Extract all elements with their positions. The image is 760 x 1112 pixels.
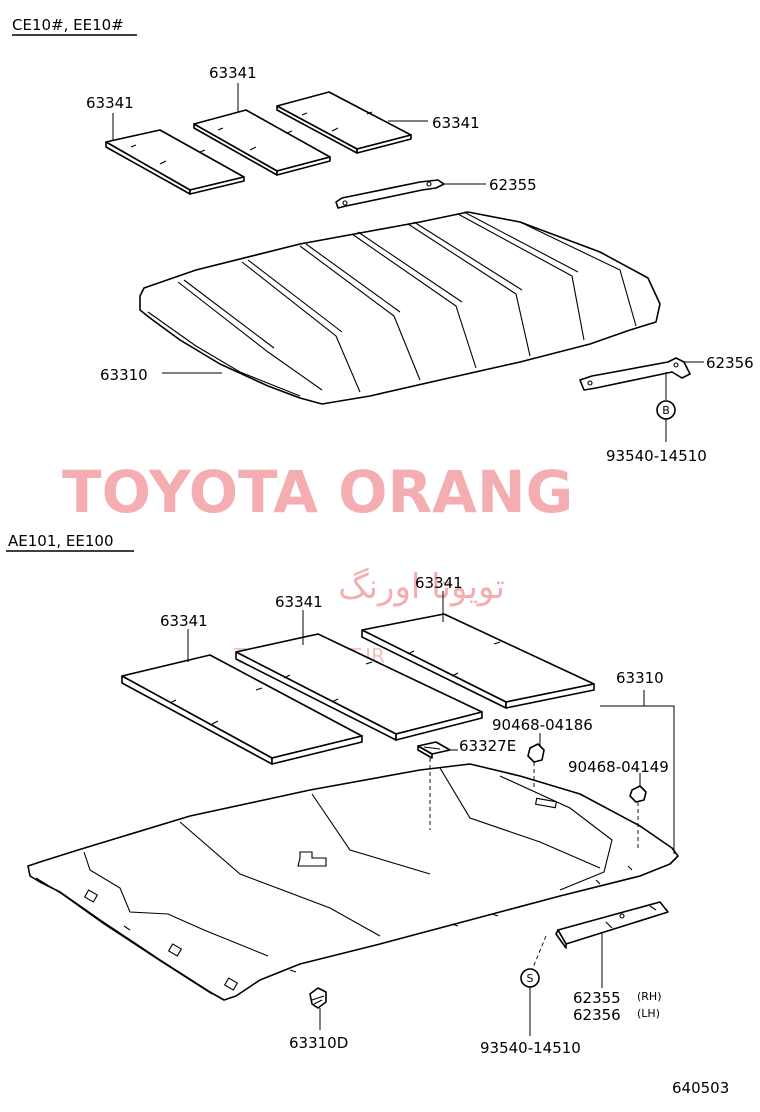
label-bottom-pad-left: 63341 bbox=[160, 612, 208, 630]
bottom-pad-right bbox=[361, 613, 595, 709]
top-pad-right bbox=[276, 91, 412, 154]
label-bottom-clip-a: 90468-04186 bbox=[492, 716, 593, 734]
label-bottom-pad-right: 63341 bbox=[415, 574, 463, 592]
figure-number: 640503 bbox=[672, 1079, 729, 1097]
top-headlining bbox=[139, 211, 661, 405]
label-bottom-rail-lh-note: (LH) bbox=[637, 1007, 660, 1020]
label-bottom-rail-rh-note: (RH) bbox=[637, 990, 662, 1003]
bottom-clip-symbol: S bbox=[527, 972, 534, 985]
label-bottom-holder: 63327E bbox=[459, 737, 516, 755]
label-bottom-pad-mid: 63341 bbox=[275, 593, 323, 611]
label-bottom-clip: 93540-14510 bbox=[480, 1039, 581, 1057]
label-top-clip: 93540-14510 bbox=[606, 447, 707, 465]
label-bottom-rail-rh: 62355 bbox=[573, 989, 621, 1007]
top-clip-symbol: B bbox=[662, 404, 670, 417]
bottom-pad-mid bbox=[235, 633, 483, 741]
label-top-pad-mid: 63341 bbox=[209, 64, 257, 82]
label-bottom-clip-b: 90468-04149 bbox=[568, 758, 669, 776]
bottom-headlining bbox=[27, 763, 679, 1001]
top-rail-62355 bbox=[335, 179, 445, 209]
bottom-pad-left bbox=[121, 654, 363, 765]
top-pad-mid bbox=[193, 109, 331, 176]
bottom-clip-90468-04186 bbox=[527, 743, 545, 763]
label-bottom-rail-lh: 62356 bbox=[573, 1006, 621, 1024]
label-bottom-headlining: 63310 bbox=[616, 669, 664, 687]
label-top-rail: 62355 bbox=[489, 176, 537, 194]
section-title-top: CE10#, EE10# bbox=[12, 16, 124, 34]
top-pad-left bbox=[105, 129, 245, 195]
bottom-clip-90468-04149 bbox=[629, 785, 647, 803]
watermark-main: TOYOTA ORANG bbox=[62, 458, 573, 526]
label-top-rail-lh: 62356 bbox=[706, 354, 754, 372]
leader-bottom-headlining-bracket bbox=[600, 705, 675, 854]
bottom-holder-63327E bbox=[417, 741, 451, 759]
watermark-persian: تویوتا اورنگ bbox=[338, 567, 505, 607]
bottom-rail-62355-62356 bbox=[555, 901, 669, 949]
bottom-fastener-63310D bbox=[309, 987, 327, 1009]
label-top-pad-left: 63341 bbox=[86, 94, 134, 112]
top-rail-62356 bbox=[579, 357, 691, 391]
label-top-pad-right: 63341 bbox=[432, 114, 480, 132]
label-bottom-fastener: 63310D bbox=[289, 1034, 348, 1052]
label-top-headlining: 63310 bbox=[100, 366, 148, 384]
section-title-bottom: AE101, EE100 bbox=[8, 532, 114, 550]
